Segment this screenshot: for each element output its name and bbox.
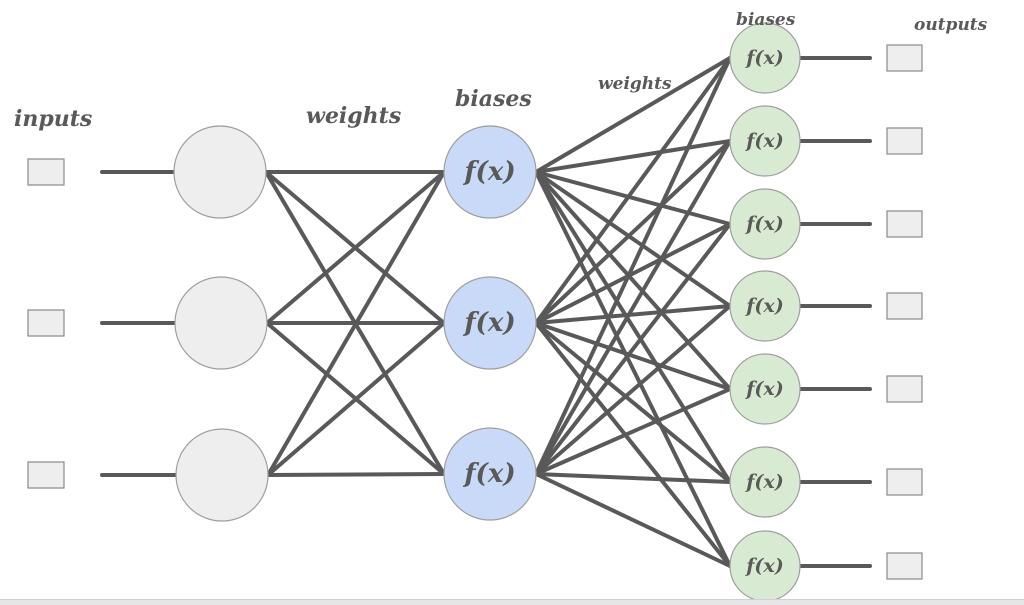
weight-edge-layer2	[534, 139, 732, 476]
weight-edge-layer2	[534, 170, 732, 308]
output-node-function: f(x)	[744, 47, 783, 69]
weight-edge-layer2	[534, 387, 732, 476]
weight-edge-layer2	[534, 139, 732, 325]
output-box	[886, 44, 923, 72]
weight-edge-layer1	[265, 170, 446, 325]
network-nodes: f(x) f(x) f(x) f(x) f(x) f(x) f(x) f(x) f(x) f(x)	[27, 22, 923, 602]
weight-edge-layer2	[534, 321, 732, 568]
output-box	[886, 468, 923, 496]
output-node	[729, 105, 801, 177]
weight-edge-layer2	[534, 222, 732, 476]
weight-edge-layer2	[534, 321, 732, 391]
inputs-label: inputs	[14, 106, 92, 132]
output-node-function: f(x)	[744, 213, 783, 235]
weight-edge-layer2	[534, 170, 732, 391]
output-node-function: f(x)	[744, 378, 783, 400]
input-node	[173, 125, 267, 219]
hidden-node-function: f(x)	[462, 308, 515, 338]
weight-edge-layer2	[534, 56, 732, 174]
output-box	[886, 375, 923, 403]
output-node	[729, 353, 801, 425]
weight-edge-layer2	[534, 170, 732, 226]
output-node-function: f(x)	[744, 130, 783, 152]
weight-edge-layer2	[534, 56, 732, 476]
biases-label-2: biases	[736, 10, 796, 30]
weight-edge-layer1	[266, 321, 446, 477]
output-node	[729, 22, 801, 94]
output-node	[729, 270, 801, 342]
weight-edge-layer2	[534, 304, 732, 325]
connection-edges	[100, 56, 872, 568]
bottom-divider	[0, 599, 1024, 605]
weight-edge-layer2	[534, 222, 732, 325]
output-node	[729, 188, 801, 260]
output-node-function: f(x)	[744, 471, 783, 493]
output-box	[886, 210, 923, 238]
weight-edge-layer2	[534, 304, 732, 476]
hidden-node-function: f(x)	[462, 459, 515, 489]
input-box	[27, 461, 65, 489]
outputs-label: outputs	[914, 15, 988, 35]
weight-edge-layer2	[534, 472, 732, 568]
input-box	[27, 309, 65, 337]
hidden-node	[443, 276, 537, 370]
weight-edge-layer2	[534, 56, 732, 325]
output-node-function: f(x)	[744, 295, 783, 317]
weight-edge-layer1	[266, 472, 446, 477]
input-box	[27, 158, 65, 186]
weights-label-1: weights	[306, 103, 401, 129]
weight-edge-layer2	[534, 321, 732, 484]
weight-edge-layer1	[266, 170, 446, 477]
weight-edge-layer2	[534, 139, 732, 174]
input-node	[175, 428, 269, 522]
output-node-function: f(x)	[744, 555, 783, 577]
weight-edge-layer2	[534, 472, 732, 484]
hidden-node	[443, 427, 537, 521]
input-node	[174, 276, 268, 370]
output-node	[729, 446, 801, 518]
hidden-node-function: f(x)	[462, 157, 515, 187]
biases-label-1: biases	[455, 86, 532, 112]
output-box	[886, 292, 923, 320]
output-box	[886, 127, 923, 155]
output-box	[886, 552, 923, 580]
hidden-node	[443, 125, 537, 219]
weights-label-2: weights	[598, 74, 672, 94]
weight-edge-layer2	[534, 170, 732, 568]
weight-edge-layer2	[534, 170, 732, 484]
